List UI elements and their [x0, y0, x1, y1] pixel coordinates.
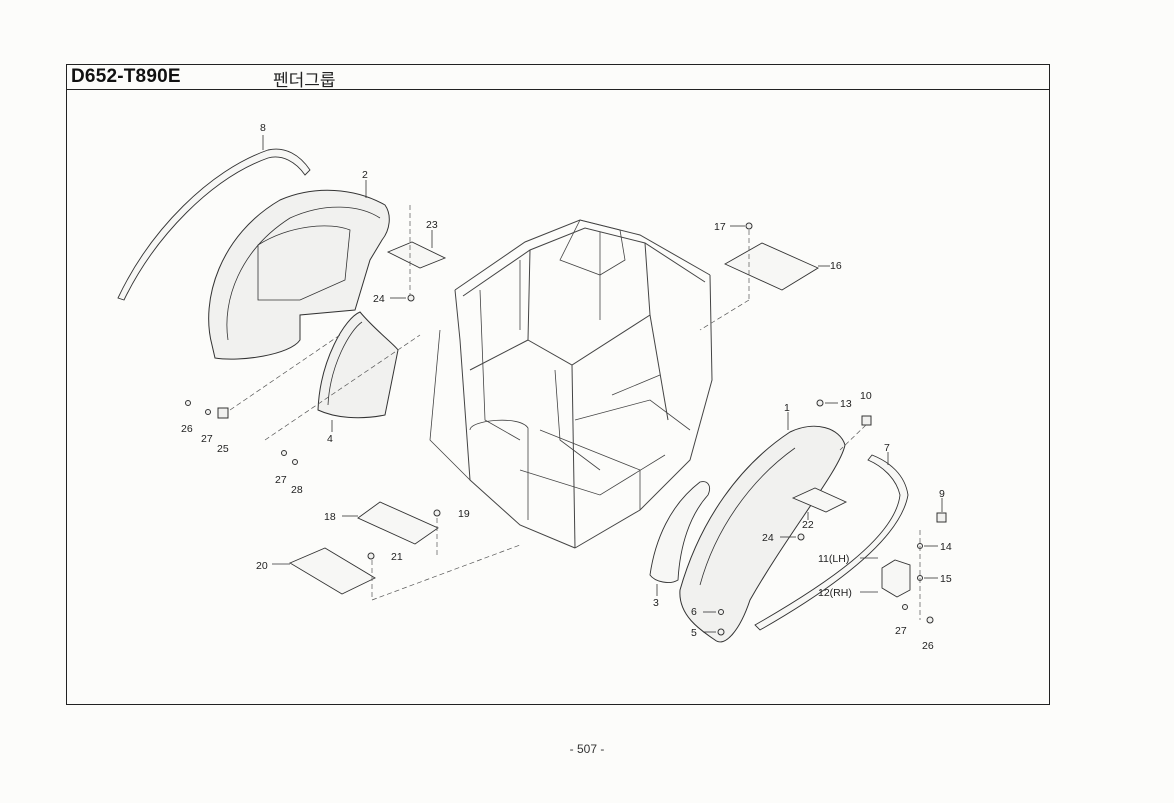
- part-8-fender-strip: [117, 135, 311, 301]
- part-24-bolt-left: [390, 294, 415, 302]
- part-27-washer-left: [205, 409, 211, 415]
- callout-7: 7: [884, 442, 890, 454]
- callout-10: 10: [860, 390, 872, 402]
- callout-27-lower: 27: [275, 474, 287, 486]
- callout-26-left: 26: [181, 423, 193, 435]
- callout-11-lh: 11(LH): [818, 553, 849, 565]
- callout-28: 28: [291, 484, 303, 496]
- callout-3: 3: [653, 597, 659, 609]
- callout-17: 17: [714, 221, 726, 233]
- part-24-bolt-right: [797, 533, 805, 541]
- callout-6: 6: [691, 606, 697, 618]
- callout-22: 22: [802, 519, 814, 531]
- callout-24-right: 24: [762, 532, 774, 544]
- part-20-plate: [289, 547, 376, 595]
- callout-9: 9: [939, 488, 945, 500]
- part-27-washer-right: [902, 604, 908, 610]
- callout-25: 25: [217, 443, 229, 455]
- callout-16: 16: [830, 260, 842, 272]
- callout-8: 8: [260, 122, 266, 134]
- part-19-bolt: [433, 509, 441, 517]
- callout-21: 21: [391, 551, 403, 563]
- right-small-hardware: [703, 399, 947, 636]
- callout-23: 23: [426, 219, 438, 231]
- callout-labels: 8 2 23 24 26 27 25 4 27 28 18 19 20 21 1…: [181, 122, 952, 652]
- part-16-plate: [724, 242, 819, 291]
- callout-20: 20: [256, 560, 268, 572]
- group-title: 펜더그룹: [273, 71, 336, 91]
- part-22-bracket: [791, 487, 848, 520]
- part-10-nut: [861, 415, 872, 426]
- part-18-plate: [357, 501, 439, 545]
- part-28-screw: [292, 459, 298, 465]
- callout-5: 5: [691, 627, 697, 639]
- cab-frame: [429, 219, 713, 549]
- part-13-bolt: [816, 399, 824, 407]
- part-21-bolt: [367, 552, 375, 560]
- callout-13: 13: [840, 398, 852, 410]
- callout-4: 4: [327, 433, 333, 445]
- part-26-screw-left: [185, 400, 191, 406]
- callout-15: 15: [940, 573, 952, 585]
- part-5-bolt: [717, 628, 725, 636]
- part-9-nut: [936, 512, 947, 523]
- callout-14: 14: [940, 541, 952, 553]
- callout-26-right: 26: [922, 640, 934, 652]
- diagram-frame: D652-T890E 펜더그룹: [66, 64, 1050, 705]
- callout-12-rh: 12(RH): [818, 587, 852, 599]
- part-1-right-fender: [679, 412, 846, 643]
- floor-plates: [272, 501, 521, 601]
- callout-19: 19: [458, 508, 470, 520]
- left-small-hardware: [185, 334, 421, 465]
- part-2-left-fender: [208, 180, 390, 360]
- callout-18: 18: [324, 511, 336, 523]
- part-27-washer-lower: [281, 450, 287, 456]
- model-code: D652-T890E: [71, 66, 181, 87]
- callout-24-left: 24: [373, 293, 385, 305]
- part-23-bracket: [386, 205, 447, 300]
- part-4-inner-panel: [317, 311, 399, 432]
- part-11-12-bracket: [881, 559, 911, 598]
- part-3-inner-fender: [649, 481, 711, 596]
- page-number: - 507 -: [569, 742, 605, 756]
- roof-plate: [699, 222, 830, 331]
- part-6-washer: [718, 609, 724, 615]
- part-26-screw-right: [926, 616, 934, 624]
- header-bar: D652-T890E 펜더그룹: [67, 65, 1049, 91]
- part-17-bolt: [745, 222, 753, 230]
- part-7-edge-strip: [754, 452, 909, 631]
- callout-27-right: 27: [895, 625, 907, 637]
- callout-27-left: 27: [201, 433, 213, 445]
- callout-1: 1: [784, 402, 790, 414]
- callout-2: 2: [362, 169, 368, 181]
- part-25-clip: [217, 407, 229, 419]
